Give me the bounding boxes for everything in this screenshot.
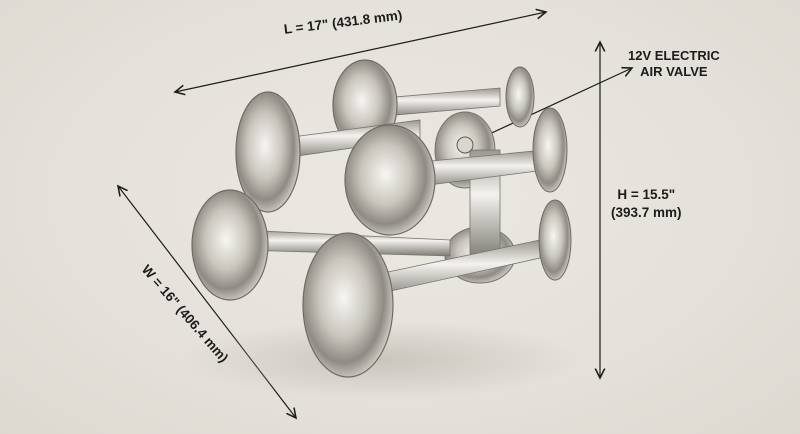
valve-callout: 12V ELECTRIC AIR VALVE	[628, 48, 720, 80]
valve-callout-line1: 12V ELECTRIC	[628, 48, 720, 63]
height-label: H = 15.5" (393.7 mm)	[611, 186, 682, 222]
height-label-line1: H = 15.5"	[617, 187, 676, 202]
length-dimension-line	[175, 12, 546, 92]
valve-leader-line	[469, 68, 632, 144]
valve-callout-line2: AIR VALVE	[640, 64, 708, 79]
height-label-line2: (393.7 mm)	[611, 205, 682, 220]
